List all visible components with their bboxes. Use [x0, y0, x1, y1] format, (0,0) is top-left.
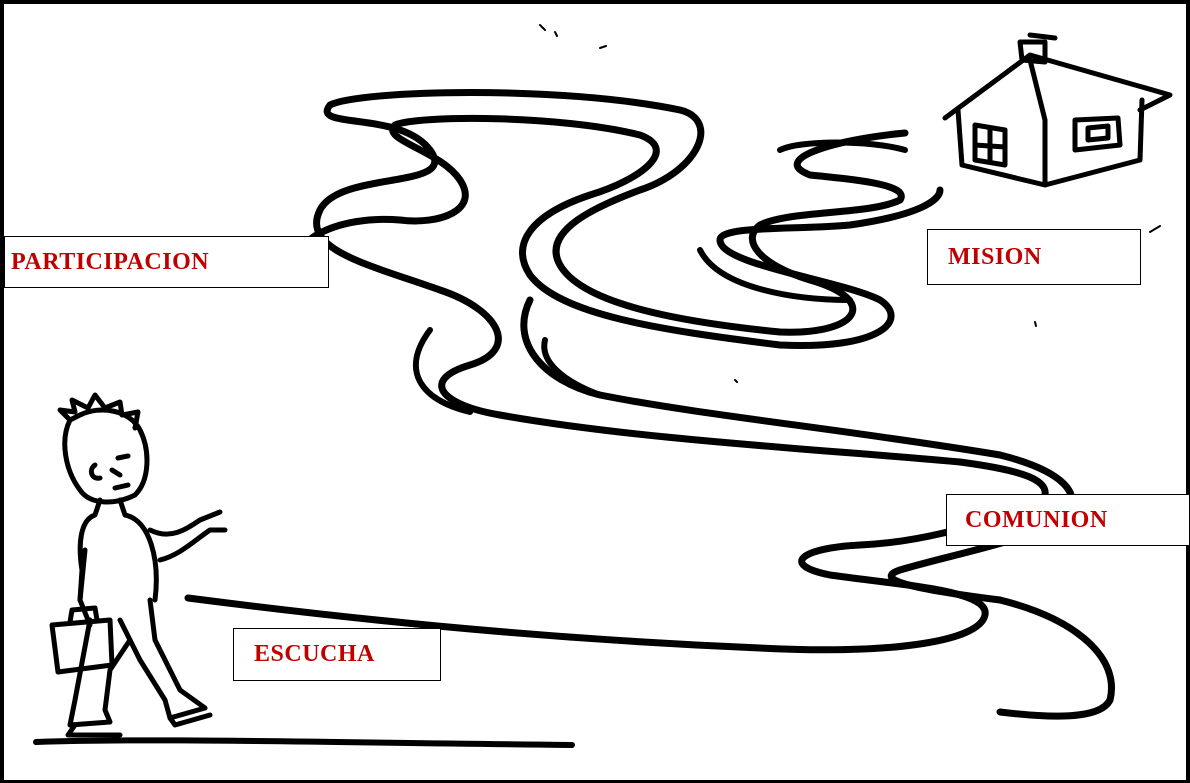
label-comunion-text: COMUNION — [965, 506, 1108, 533]
label-mision: MISION — [927, 229, 1141, 285]
road-edge-inner — [292, 114, 944, 350]
ground-line — [33, 737, 575, 748]
label-participacion: PARTICIPACION — [4, 236, 329, 288]
label-escucha-text: ESCUCHA — [254, 641, 375, 667]
label-comunion: COMUNION — [946, 494, 1190, 546]
walking-person-icon — [49, 392, 228, 738]
label-escucha: ESCUCHA — [233, 628, 441, 681]
specks — [539, 24, 1161, 383]
house-icon — [942, 32, 1173, 188]
road-edge-extra — [412, 139, 908, 415]
label-mision-text: MISION — [948, 243, 1042, 270]
label-participacion-text: PARTICIPACION — [11, 248, 210, 275]
